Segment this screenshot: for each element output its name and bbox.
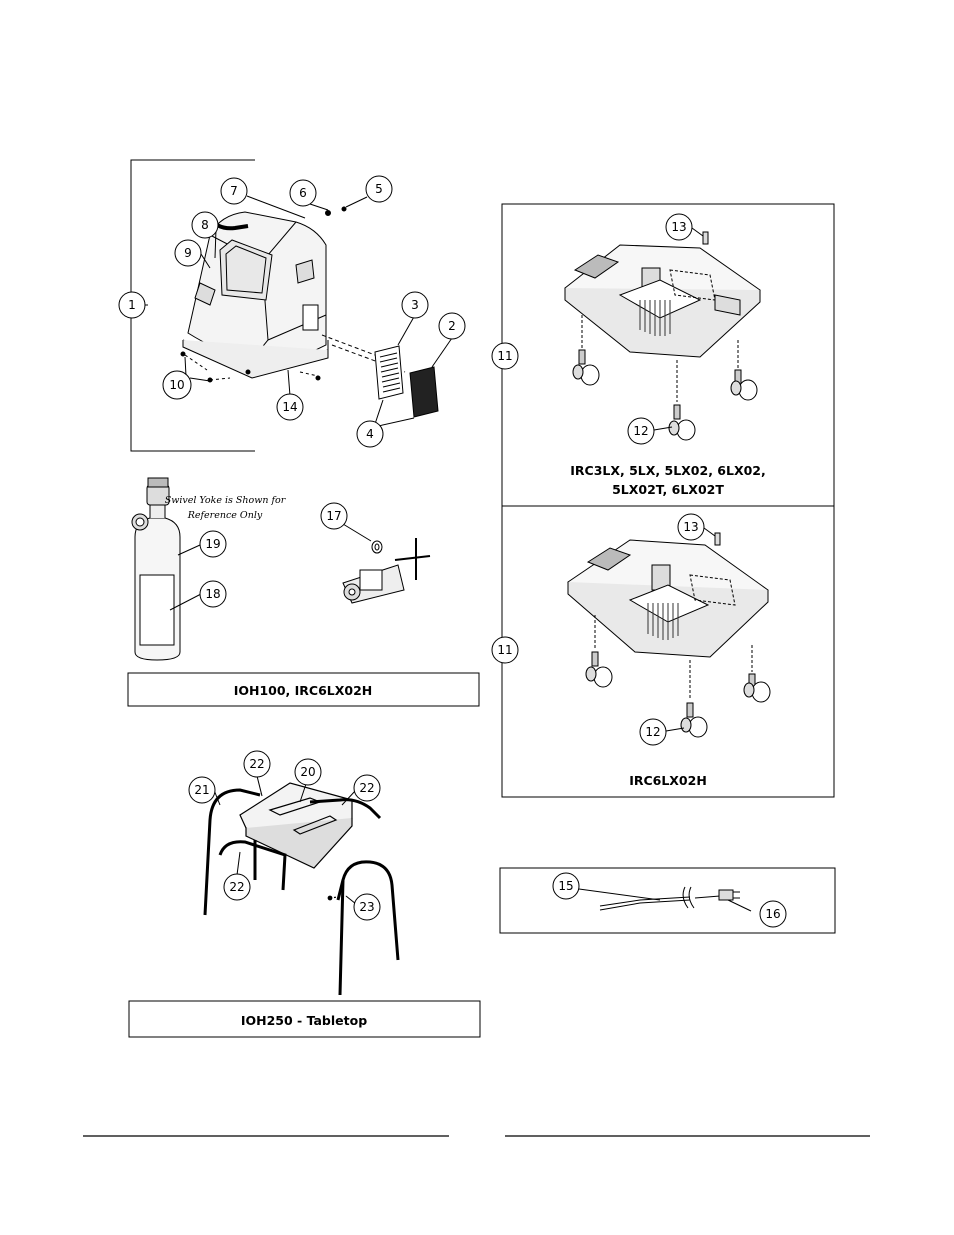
- callout-5-label: 5: [375, 182, 383, 196]
- callout-23-label: 23: [359, 900, 374, 914]
- callout-1: 1: [118, 291, 146, 319]
- callout-22-right-label: 22: [359, 781, 374, 795]
- caster-right-top: [730, 340, 758, 401]
- callout-16-label: 16: [765, 907, 780, 921]
- callout-12-top-label: 12: [633, 424, 648, 438]
- callout-9-label: 9: [184, 246, 192, 260]
- caster-left-bottom: [585, 615, 613, 688]
- callout-10-label: 10: [169, 378, 184, 392]
- callout-17-label: 17: [326, 509, 341, 523]
- callout-20: 20: [294, 758, 322, 786]
- oxygen-cylinder: [131, 477, 181, 661]
- callout-18-label: 18: [205, 587, 220, 601]
- callout-13-top-label: 13: [671, 220, 686, 234]
- base-tray-bottom: [567, 532, 771, 738]
- callout-3-label: 3: [411, 298, 419, 312]
- callout-2: 2: [438, 312, 466, 340]
- callout-19: 19: [199, 530, 227, 558]
- swivel-yoke: [342, 538, 431, 604]
- caption-base-top-line-2: 5LX02T, 6LX02T: [612, 482, 724, 497]
- callout-21: 21: [188, 776, 216, 804]
- callout-22-bottom-label: 22: [229, 880, 244, 894]
- yoke-note-line-1: Swivel Yoke is Shown for: [165, 495, 287, 506]
- callout-18: 18: [199, 580, 227, 608]
- callout-12-bottom-label: 12: [645, 725, 660, 739]
- callout-1-label: 1: [128, 298, 136, 312]
- callout-22-top: 22: [243, 750, 271, 778]
- callout-22-bottom: 22: [223, 873, 251, 901]
- callout-12-bottom: 12: [639, 718, 667, 746]
- callout-10: 10: [162, 370, 192, 400]
- callout-19-label: 19: [205, 537, 220, 551]
- caster-left-top: [572, 315, 600, 386]
- callout-13-top: 13: [665, 213, 693, 241]
- caption-base-top-line-1: IRC3LX, 5LX, 5LX02, 6LX02,: [570, 463, 766, 478]
- callout-9: 9: [174, 239, 202, 267]
- callout-17: 17: [320, 502, 348, 530]
- caption-cylinder: IOH100, IRC6LX02H: [234, 683, 373, 698]
- caster-center-top: [668, 360, 696, 441]
- caption-tabletop: IOH250 - Tabletop: [241, 1013, 367, 1028]
- callout-21-label: 21: [194, 783, 209, 797]
- yoke-note-line-2: Reference Only: [187, 510, 263, 521]
- callout-13-bottom-label: 13: [683, 520, 698, 534]
- filter-2: [409, 366, 439, 418]
- callout-11-top-label: 11: [497, 349, 512, 363]
- callout-22-right: 22: [353, 774, 381, 802]
- callout-3: 3: [401, 291, 429, 319]
- callout-8: 8: [191, 211, 219, 239]
- caption-base-bottom: IRC6LX02H: [629, 773, 707, 788]
- filter-3: [374, 345, 404, 400]
- cover-assembly: [130, 159, 439, 452]
- callout-6: 6: [289, 179, 317, 207]
- tabletop-stand: [203, 782, 400, 996]
- callout-8-label: 8: [201, 218, 209, 232]
- caster-center-bottom: [680, 660, 708, 738]
- power-cord-box: [499, 867, 836, 934]
- callout-15-label: 15: [558, 879, 573, 893]
- callout-6-label: 6: [299, 186, 307, 200]
- callout-7: 7: [220, 177, 248, 205]
- callout-16: 16: [759, 900, 787, 928]
- callout-7-label: 7: [230, 184, 238, 198]
- callout-14-label: 14: [282, 400, 297, 414]
- callout-5: 5: [365, 175, 393, 203]
- callout-4: 4: [356, 420, 384, 448]
- callout-15: 15: [552, 872, 580, 900]
- caption-box-tabletop: IOH250 - Tabletop: [128, 1000, 481, 1038]
- callout-23: 23: [353, 893, 381, 921]
- callout-11-top: 11: [491, 342, 519, 370]
- callout-14: 14: [276, 393, 304, 421]
- callout-4-label: 4: [366, 427, 374, 441]
- callout-11-bottom: 11: [491, 636, 519, 664]
- caster-right-bottom: [743, 645, 771, 703]
- base-tray-top: [564, 231, 761, 441]
- callout-12-top: 12: [627, 417, 655, 445]
- caption-box-cylinder: IOH100, IRC6LX02H: [127, 672, 480, 707]
- callout-22-top-label: 22: [249, 757, 264, 771]
- callout-11-bottom-label: 11: [497, 643, 512, 657]
- callout-2-label: 2: [448, 319, 456, 333]
- callout-20-label: 20: [300, 765, 315, 779]
- callout-13-bottom: 13: [677, 513, 705, 541]
